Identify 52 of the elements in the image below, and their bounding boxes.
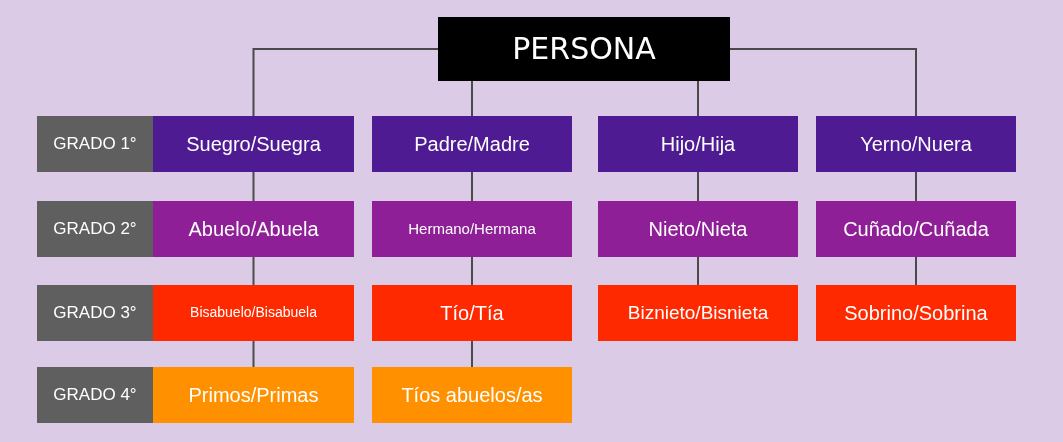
relative-box bbox=[372, 285, 572, 341]
degree-box bbox=[37, 116, 153, 172]
relative-label: Biznieto/Bisnieta bbox=[627, 301, 769, 325]
relative-box bbox=[372, 201, 572, 257]
relative-label: Padre/Madre bbox=[414, 131, 530, 157]
relative-box bbox=[816, 285, 1016, 341]
degree-label: GRADO 4° bbox=[53, 384, 137, 406]
degree-label: GRADO 2° bbox=[53, 218, 137, 240]
root-label: PERSONA bbox=[512, 30, 656, 68]
relative-label: Abuelo/Abuela bbox=[188, 216, 319, 242]
relative-box bbox=[153, 116, 354, 172]
relative-label: Tíos abuelos/as bbox=[401, 382, 543, 408]
degree-box bbox=[37, 367, 153, 423]
connector-line bbox=[471, 80, 473, 117]
relative-label: Yerno/Nuera bbox=[860, 131, 972, 157]
relative-box bbox=[153, 285, 354, 341]
root-box bbox=[438, 17, 730, 81]
connector-line bbox=[915, 256, 917, 286]
relative-box bbox=[372, 367, 572, 423]
relative-label: Tío/Tía bbox=[440, 300, 504, 326]
degree-label: GRADO 1° bbox=[53, 133, 137, 155]
connector-line bbox=[252, 171, 255, 202]
relative-label: Hermano/Hermana bbox=[408, 219, 536, 239]
relative-label: Sobrino/Sobrina bbox=[844, 300, 988, 326]
connector-line bbox=[697, 256, 699, 286]
relative-label: Hijo/Hija bbox=[660, 131, 736, 157]
connector-line bbox=[471, 171, 473, 202]
connector-line bbox=[471, 340, 473, 368]
connector-line bbox=[471, 256, 473, 286]
relative-label: Nieto/Nieta bbox=[648, 216, 748, 242]
connector-line bbox=[252, 48, 439, 117]
relative-box bbox=[153, 367, 354, 423]
relative-box bbox=[816, 116, 1016, 172]
relative-label: Primos/Primas bbox=[188, 382, 319, 408]
relative-box bbox=[598, 285, 798, 341]
connector-line bbox=[697, 171, 699, 202]
connector-line bbox=[252, 256, 255, 286]
connector-line bbox=[915, 171, 917, 202]
degree-label: GRADO 3° bbox=[53, 302, 137, 324]
relative-box bbox=[598, 116, 798, 172]
relative-box bbox=[372, 116, 572, 172]
degree-box bbox=[37, 201, 153, 257]
connector-line bbox=[697, 80, 699, 117]
relative-box bbox=[153, 201, 354, 257]
degree-box bbox=[37, 285, 153, 341]
relative-box bbox=[816, 201, 1016, 257]
relative-label: Bisabuelo/Bisabuela bbox=[190, 304, 317, 322]
connector-line bbox=[252, 340, 255, 368]
connector-line bbox=[729, 48, 917, 117]
relative-label: Suegro/Suegra bbox=[186, 131, 321, 157]
relative-label: Cuñado/Cuñada bbox=[843, 216, 989, 242]
relative-box bbox=[598, 201, 798, 257]
